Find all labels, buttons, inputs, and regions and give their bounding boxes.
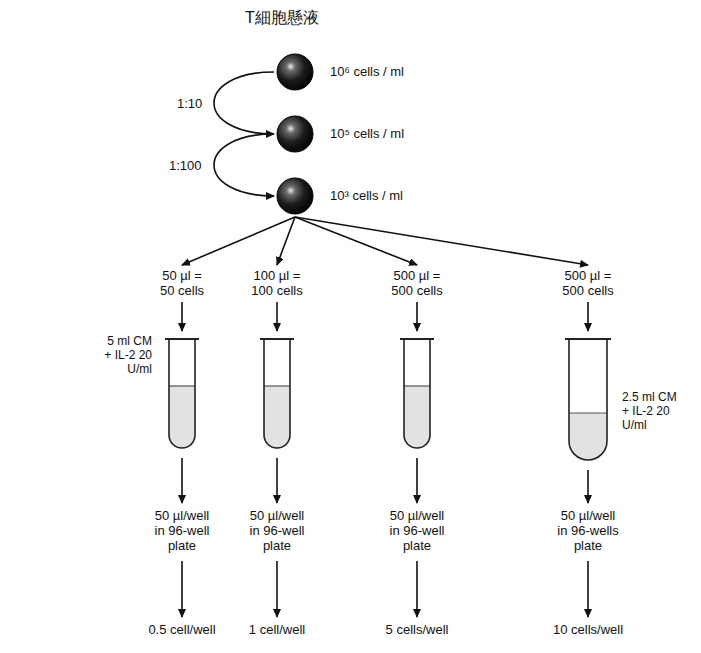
step-arrow: [587, 561, 589, 617]
tube-outline: [569, 339, 607, 460]
step-arrow: [181, 302, 183, 331]
dilution-arrow: [295, 217, 588, 265]
concentration-label: 10⁵ cells / ml: [330, 126, 404, 141]
sphere-icon: [276, 177, 314, 215]
medium-label: 2.5 ml CM + IL-2 20 U/ml: [622, 390, 680, 432]
plating-label: 50 µl/well in 96-well plate: [150, 508, 214, 553]
tube-body: [569, 339, 607, 460]
step-arrow: [276, 458, 278, 503]
sphere-shape: [277, 116, 313, 152]
cell-sphere: 10⁶ cells / ml: [276, 53, 314, 91]
culture-medium: [569, 413, 607, 460]
step-arrow: [276, 561, 278, 617]
medium-surface: [569, 412, 607, 413]
dilution-ratio: 1:10: [175, 96, 204, 111]
medium-label: 5 ml CM + IL-2 20 U/ml: [100, 334, 152, 376]
plating-label: 50 µl/well in 96-well plate: [245, 508, 309, 553]
medium-surface: [264, 385, 290, 386]
sphere-icon: [276, 53, 314, 91]
dilution-ratio: 1:100: [167, 158, 204, 173]
tube-drawing: [564, 336, 612, 462]
sphere-icon: [276, 115, 314, 153]
volume-label: 500 µl = 500 cells: [556, 268, 620, 298]
test-tube: 500 µl = 500 cells: [382, 268, 452, 450]
tube-outline: [169, 339, 195, 448]
plating-label: 50 µl/well in 96-wells plate: [556, 508, 620, 553]
dilution-arrow: [277, 217, 295, 265]
step-arrow: [416, 302, 418, 331]
tube-drawing: [399, 336, 435, 450]
tube-outline: [404, 339, 430, 448]
dilution-arrow: [295, 217, 417, 265]
tube-drawing: [164, 336, 200, 450]
tube-lip: [165, 338, 199, 340]
tube-lip: [260, 338, 294, 340]
dilution-arrow: [214, 72, 274, 134]
culture-medium: [264, 386, 290, 448]
tube-body: [264, 339, 290, 448]
culture-medium: [404, 386, 430, 448]
tube-lip: [565, 338, 611, 340]
sphere-shape: [277, 178, 313, 214]
step-arrow: [416, 458, 418, 503]
tube-outline: [264, 339, 290, 448]
tube-drawing: [259, 336, 295, 450]
dilution-arrow: [182, 217, 295, 265]
test-tube: 100 µl = 100 cells: [242, 268, 312, 450]
concentration-label: 10⁶ cells / ml: [330, 64, 404, 79]
sphere-shape: [277, 54, 313, 90]
cells-per-well-label: 5 cells/well: [367, 622, 467, 637]
medium-surface: [404, 385, 430, 386]
step-arrow: [587, 470, 589, 503]
tube-body: [404, 339, 430, 448]
cells-per-well-label: 10 cells/well: [538, 622, 638, 637]
tube-body: [169, 339, 195, 448]
culture-medium: [169, 386, 195, 448]
step-arrow: [416, 561, 418, 617]
step-arrow: [181, 561, 183, 617]
medium-surface: [169, 385, 195, 386]
test-tube: 50 µl = 50 cells5 ml CM + IL-2 20 U/ml: [152, 268, 212, 450]
cells-per-well-label: 1 cell/well: [227, 622, 327, 637]
diagram-title: T細胞懸液: [212, 8, 352, 28]
dilution-arrow: [214, 134, 274, 196]
concentration-label: 10³ cells / ml: [330, 188, 403, 203]
step-arrow: [587, 302, 589, 331]
volume-label: 50 µl = 50 cells: [155, 268, 209, 298]
volume-label: 100 µl = 100 cells: [245, 268, 309, 298]
cell-sphere: 10³ cells / ml: [276, 177, 314, 215]
plating-label: 50 µl/well in 96-well plate: [385, 508, 449, 553]
step-arrow: [276, 302, 278, 331]
cell-sphere: 10⁵ cells / ml: [276, 115, 314, 153]
tube-lip: [400, 338, 434, 340]
step-arrow: [181, 458, 183, 503]
test-tube: 500 µl = 500 cells2.5 ml CM + IL-2 20 U/…: [553, 268, 623, 462]
volume-label: 500 µl = 500 cells: [385, 268, 449, 298]
cells-per-well-label: 0.5 cell/well: [132, 622, 232, 637]
